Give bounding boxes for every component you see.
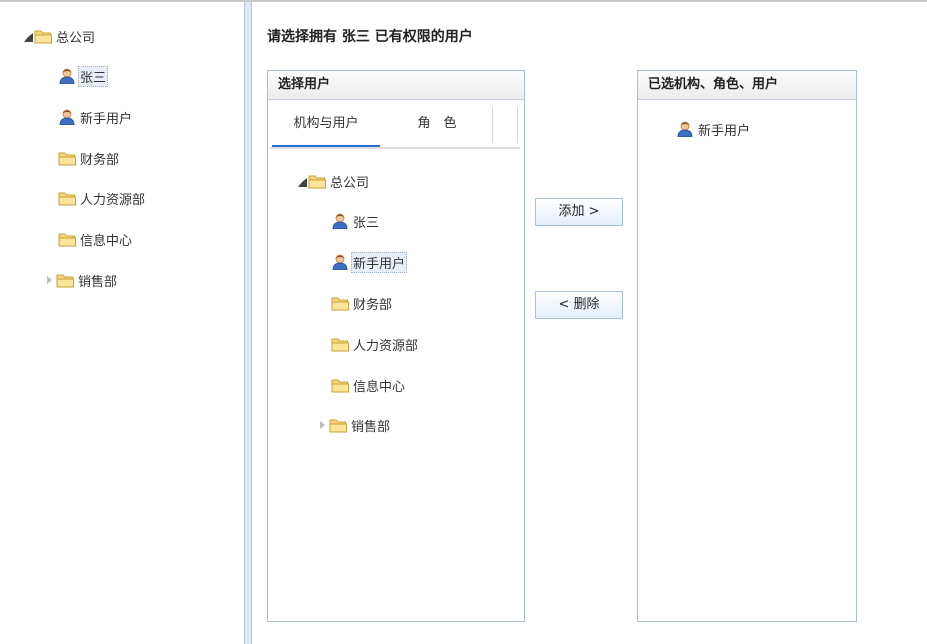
tree-node-label: 总公司 (330, 175, 370, 191)
tree-node-label: 信息中心 (353, 379, 406, 395)
user-icon (58, 68, 76, 84)
tree-node-label: 人力资源部 (353, 338, 419, 354)
expand-arrow-icon[interactable] (22, 31, 32, 41)
tree-node-root[interactable]: 总公司 (296, 171, 371, 191)
delete-button[interactable]: < 删除 (535, 291, 623, 319)
tree-node-dept-hr[interactable]: 人力资源部 (331, 334, 420, 354)
panel-title: 选择用户 (268, 71, 524, 100)
tree-node-label: 张三 (78, 65, 109, 87)
top-border (0, 0, 927, 2)
user-icon (58, 109, 76, 125)
user-icon (331, 254, 349, 270)
tree-node-dept-info[interactable]: 信息中心 (58, 229, 134, 249)
tree-node-label: 财务部 (353, 297, 393, 313)
tree-node-dept-info[interactable]: 信息中心 (331, 375, 407, 395)
tree-node-label: 财务部 (80, 152, 120, 168)
tree-node-label: 新手用户 (351, 251, 408, 273)
tree-node-root[interactable]: 总公司 (22, 26, 97, 46)
layout-splitter[interactable] (244, 2, 252, 644)
tree-node-label: 总公司 (56, 30, 96, 46)
expand-arrow-icon[interactable] (296, 176, 306, 186)
folder-icon (58, 190, 76, 206)
folder-icon (331, 336, 349, 352)
tab-bar: 机构与用户 角 色 (270, 103, 520, 149)
collapse-arrow-icon[interactable] (44, 275, 54, 285)
selected-items-panel: 已选机构、角色、用户 新手用户 (637, 70, 857, 622)
folder-icon (58, 150, 76, 166)
folder-icon (308, 173, 326, 189)
folder-icon (331, 295, 349, 311)
selected-item-label: 新手用户 (698, 123, 751, 139)
tree-node-label: 销售部 (78, 274, 118, 290)
tree-node-dept-finance[interactable]: 财务部 (331, 293, 394, 313)
tree-node-user-zhangsan[interactable]: 张三 (58, 65, 109, 87)
tree-node-label: 张三 (353, 215, 380, 231)
tree-node-label: 信息中心 (80, 233, 133, 249)
folder-icon (58, 231, 76, 247)
selected-item-newuser[interactable]: 新手用户 (676, 119, 752, 139)
tab-roles[interactable]: 角 色 (417, 116, 457, 131)
folder-icon (34, 28, 52, 44)
tree-node-user-zhangsan[interactable]: 张三 (331, 211, 381, 231)
tree-node-dept-sales[interactable]: 销售部 (317, 415, 392, 435)
user-icon (676, 121, 694, 137)
collapse-arrow-icon[interactable] (317, 420, 327, 430)
tree-node-dept-hr[interactable]: 人力资源部 (58, 188, 147, 208)
tree-node-label: 新手用户 (80, 111, 133, 127)
tree-node-dept-finance[interactable]: 财务部 (58, 148, 121, 168)
user-icon (331, 213, 349, 229)
folder-icon (331, 377, 349, 393)
tab-org-users[interactable]: 机构与用户 (272, 103, 380, 147)
page-title: 请选择拥有 张三 已有权限的用户 (267, 29, 473, 45)
tab-divider (517, 107, 518, 143)
folder-icon (329, 417, 347, 433)
tree-node-user-newuser[interactable]: 新手用户 (331, 251, 408, 273)
tree-node-label: 人力资源部 (80, 192, 146, 208)
tab-divider (492, 107, 493, 143)
org-tree-sidebar: 总公司 张三 新手用户 财务部 人力资源部 信息中心 销售部 (0, 2, 244, 644)
tree-node-user-newuser[interactable]: 新手用户 (58, 107, 134, 127)
add-button[interactable]: 添加 > (535, 198, 623, 226)
folder-icon (56, 272, 74, 288)
panel-title: 已选机构、角色、用户 (638, 71, 856, 100)
select-users-panel: 选择用户 机构与用户 角 色 总公司 张三 新手用户 财务部 人力资源部 (267, 70, 525, 622)
main-content: 请选择拥有 张三 已有权限的用户 选择用户 机构与用户 角 色 总公司 张三 新… (252, 2, 927, 644)
tree-node-label: 销售部 (351, 419, 391, 435)
tree-node-dept-sales[interactable]: 销售部 (44, 270, 119, 290)
